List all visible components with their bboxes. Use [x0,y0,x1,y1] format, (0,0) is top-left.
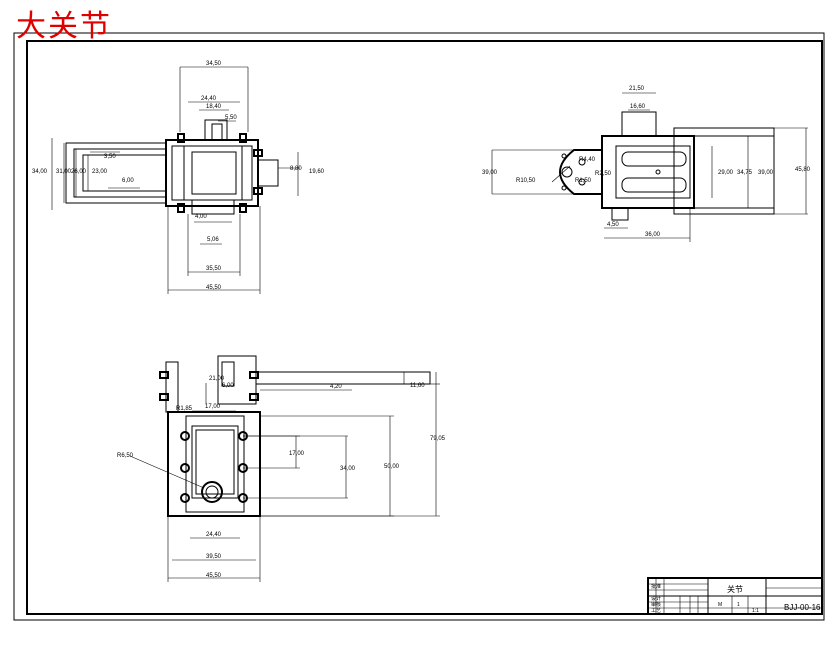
top-left-view: 34,50 24,40 18,40 5,50 34,00 31,00 26,00… [32,61,325,294]
tl-dim-1: 34,50 [206,61,222,67]
tl-dim-9: 3,50 [104,154,116,160]
b-dim-13: 39,50 [206,554,222,560]
b-dim-5: 4,20 [330,384,342,390]
tl-dim-3: 18,40 [206,104,222,110]
tl-bolt-2 [239,133,247,143]
tl-bolt-3 [177,203,185,213]
tl-top-slot [211,123,223,141]
b-plate [167,411,261,517]
tb-mark: M [718,602,722,608]
b-dim-6: 11,60 [410,383,425,389]
tl-dim-5: 34,00 [32,169,48,175]
tb-label-3: 工艺 [651,608,661,614]
tb-part-name: 关节 [727,584,743,594]
tr-dim-12: 4,50 [607,222,619,228]
tl-dim-14: 5,06 [207,237,219,243]
red-stamp-text: 大关节 [16,9,112,44]
tl-bolt-5 [253,149,263,157]
b-dim-10: 50,00 [384,464,400,470]
tb-label-4: 批准 [651,583,661,590]
b-dim-8: 17,00 [289,451,305,457]
b-dim-14: 45,50 [206,573,222,579]
tl-bolt-1 [177,133,185,143]
tl-dim-13: 4,00 [195,214,207,220]
tr-dim-10: 39,00 [758,170,774,176]
tl-body [183,145,243,201]
tr-bottom-tab [611,207,629,221]
tl-bottom-tab [191,199,235,215]
tr-dim-9: 34,75 [737,170,753,176]
tb-label-2: 审核 [651,601,661,608]
tb-sheet-count: 1 [737,602,740,608]
b-dim-7: R6,50 [117,453,134,459]
tr-dim-2: 16,60 [630,104,646,110]
bottom-view: R1,85 17,00 21,00 6,00 4,20 11,60 R6,50 … [117,355,446,582]
tb-drawing-number: BJJ-00-16 [784,603,821,612]
b-dim-4: 6,00 [222,383,234,389]
tl-bolt-6 [253,187,263,195]
tl-dim-2: 24,40 [201,96,217,102]
b-dim-2: 17,00 [205,404,221,410]
b-side-tab [165,361,179,413]
tb-scale: 1:1 [752,608,759,614]
outer-border [13,32,825,621]
tb-label-1: 设计 [651,595,661,602]
tr-dim-1: 21,50 [629,86,645,92]
b-dim-1: R1,85 [176,406,193,412]
tl-bolt-4 [239,203,247,213]
tl-dim-4: 5,50 [225,115,237,121]
tr-dim-3: 39,00 [482,170,498,176]
tl-dim-11: 8,80 [290,166,302,172]
tr-pivot [561,166,573,178]
tr-dim-11: 45,80 [795,167,811,173]
tl-bracket [165,139,259,207]
b-shaft-inner [205,485,219,499]
tr-slot-1 [621,151,687,167]
tl-dim-8: 23,00 [92,169,108,175]
tr-dim-4: R4,40 [579,157,596,163]
inner-frame [26,40,823,615]
tl-right-stub [257,159,279,187]
top-right-view: 21,50 16,60 39,00 R4,40 R10,50 R2,50 R1,… [482,86,811,242]
tr-slot-2 [621,177,687,193]
tl-dim-16: 45,50 [206,285,222,291]
tl-dim-7: 26,00 [71,169,87,175]
tl-top-tab [204,119,228,141]
tr-window [615,145,691,199]
b-motor [191,425,239,499]
tr-dim-8: 29,00 [718,170,734,176]
b-dim-9: 34,00 [340,466,356,472]
tr-dim-6: R2,50 [595,171,612,177]
tl-dim-10: 6,00 [122,178,134,184]
tr-dim-5: R10,50 [516,178,536,184]
b-dim-3: 21,00 [209,376,225,382]
tr-arm-inner [693,135,775,209]
tr-top-block [621,111,657,137]
title-block: 设计 审核 工艺 批准 关节 M 1 1:1 BJJ-00-16 [647,577,823,615]
tl-body-inner [191,151,237,195]
tl-dim-12: 19,60 [309,169,325,175]
b-shaft-outer [201,481,223,503]
b-dim-12: 24,40 [206,532,222,538]
tr-dim-13: 36,00 [645,232,661,238]
tl-dim-15: 35,50 [206,266,222,272]
b-dim-11: 79,05 [430,436,446,442]
tr-dim-7: R1,50 [575,178,592,184]
tl-dim-6: 31,00 [56,169,72,175]
